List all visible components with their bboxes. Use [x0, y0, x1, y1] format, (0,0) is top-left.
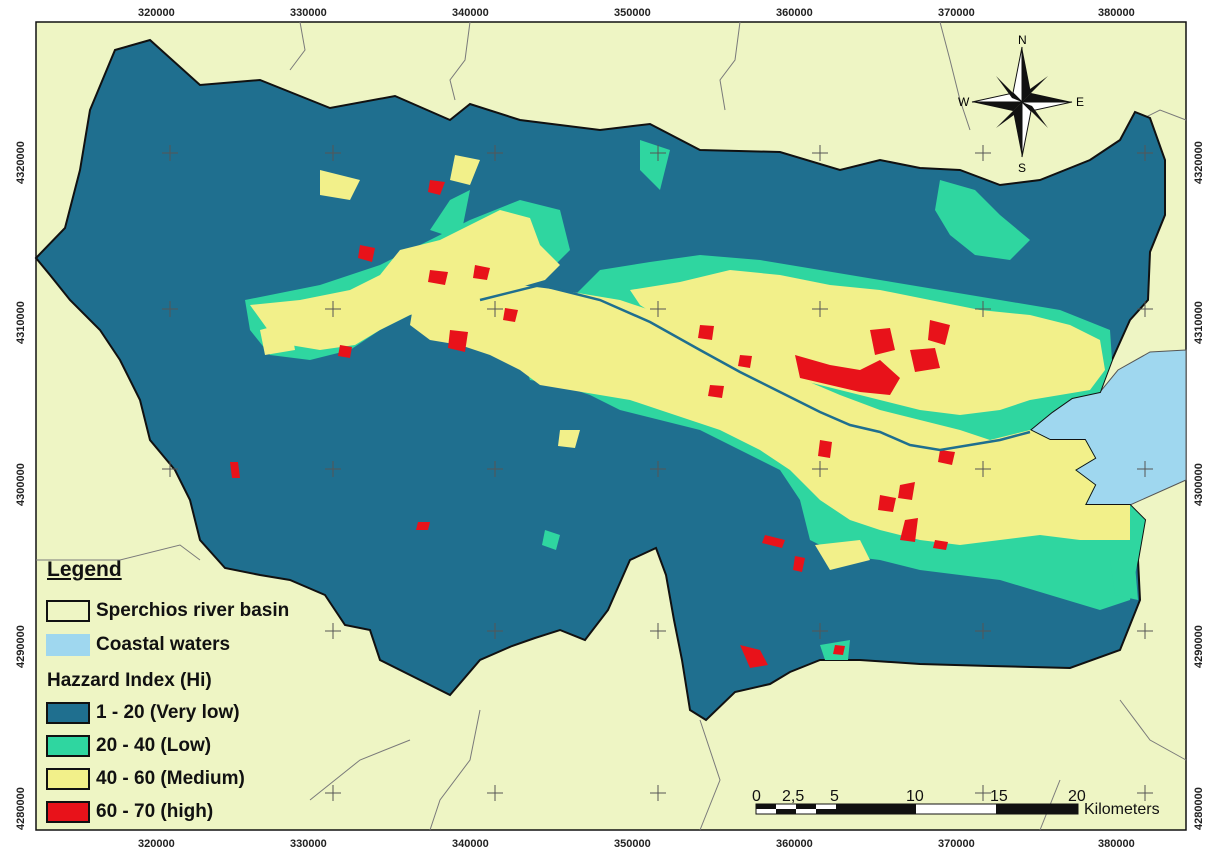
x-tick-bottom-4: 360000 — [776, 838, 813, 850]
index-title: Hazzard Index (Hi) — [47, 670, 212, 691]
y-ticks-left: 4320000 4310000 4300000 4290000 4280000 — [15, 141, 27, 830]
east-label: E — [1076, 95, 1084, 109]
x-tick-bottom-5: 370000 — [938, 838, 975, 850]
legend-item-low: 20 - 40 (Low) — [46, 733, 211, 759]
legend-title: Legend — [47, 558, 122, 581]
y-tick-left-3: 4290000 — [15, 625, 27, 668]
coastal-label: Coastal waters — [96, 634, 231, 655]
high-swatch — [46, 801, 90, 823]
very-low-swatch — [46, 702, 90, 724]
legend-item-basin: Sperchios river basin — [46, 598, 289, 624]
y-tick-left-1: 4310000 — [15, 301, 27, 344]
river — [479, 283, 1031, 452]
x-tick-top-1: 330000 — [290, 7, 327, 19]
scale-tick-5: 20 — [1068, 788, 1086, 805]
scale-tick-0: 0 — [752, 788, 761, 805]
legend-item-very-low: 1 - 20 (Very low) — [46, 700, 240, 726]
x-tick-bottom-2: 340000 — [452, 838, 489, 850]
basin-swatch — [46, 600, 90, 622]
medium-swatch — [46, 768, 90, 790]
medium-label: 40 - 60 (Medium) — [96, 768, 245, 789]
y-ticks-right: 4320000 4310000 4300000 4290000 4280000 — [1193, 141, 1205, 830]
x-tick-top-3: 350000 — [614, 7, 651, 19]
high-zones — [230, 180, 955, 668]
y-tick-left-0: 4320000 — [15, 141, 27, 184]
scale-tick-3: 10 — [906, 788, 924, 805]
scale-bar — [755, 803, 1079, 815]
x-tick-top-2: 340000 — [452, 7, 489, 19]
legend-item-medium: 40 - 60 (Medium) — [46, 766, 245, 792]
scale-unit: Kilometers — [1084, 801, 1160, 818]
y-tick-right-0: 4320000 — [1193, 141, 1205, 184]
y-tick-right-4: 4280000 — [1193, 787, 1205, 830]
x-tick-top-5: 370000 — [938, 7, 975, 19]
x-ticks-top: 320000 330000 340000 350000 360000 37000… — [138, 7, 1135, 19]
scale-tick-4: 15 — [990, 788, 1008, 805]
admin-boundaries — [36, 21, 1187, 831]
high-label: 60 - 70 (high) — [96, 801, 214, 822]
west-label: W — [958, 95, 970, 109]
x-tick-bottom-3: 350000 — [614, 838, 651, 850]
y-tick-right-3: 4290000 — [1193, 625, 1205, 668]
x-tick-top-6: 380000 — [1098, 7, 1135, 19]
scale-tick-2: 5 — [830, 788, 839, 805]
x-tick-bottom-0: 320000 — [138, 838, 175, 850]
y-tick-right-2: 4300000 — [1193, 463, 1205, 506]
low-swatch — [46, 735, 90, 757]
legend-item-coastal: Coastal waters — [46, 632, 230, 658]
x-tick-bottom-6: 380000 — [1098, 838, 1135, 850]
y-tick-left-2: 4300000 — [15, 463, 27, 506]
coastal-swatch — [46, 634, 90, 656]
legend-item-high: 60 - 70 (high) — [46, 799, 213, 825]
very-low-label: 1 - 20 (Very low) — [96, 702, 240, 723]
basin-label: Sperchios river basin — [96, 600, 290, 621]
x-tick-bottom-1: 330000 — [290, 838, 327, 850]
south-label: S — [1018, 161, 1026, 175]
grid-crosses — [162, 145, 1153, 801]
medium-zones — [250, 155, 1130, 570]
y-tick-right-1: 4310000 — [1193, 301, 1205, 344]
x-tick-top-4: 360000 — [776, 7, 813, 19]
x-tick-top-0: 320000 — [138, 7, 175, 19]
north-arrow-icon: N S E W — [958, 33, 1084, 175]
north-label: N — [1018, 33, 1027, 47]
scale-tick-1: 2,5 — [782, 788, 805, 805]
low-label: 20 - 40 (Low) — [96, 735, 212, 756]
y-tick-left-4: 4280000 — [15, 787, 27, 830]
x-ticks-bottom: 320000 330000 340000 350000 360000 37000… — [138, 838, 1135, 850]
